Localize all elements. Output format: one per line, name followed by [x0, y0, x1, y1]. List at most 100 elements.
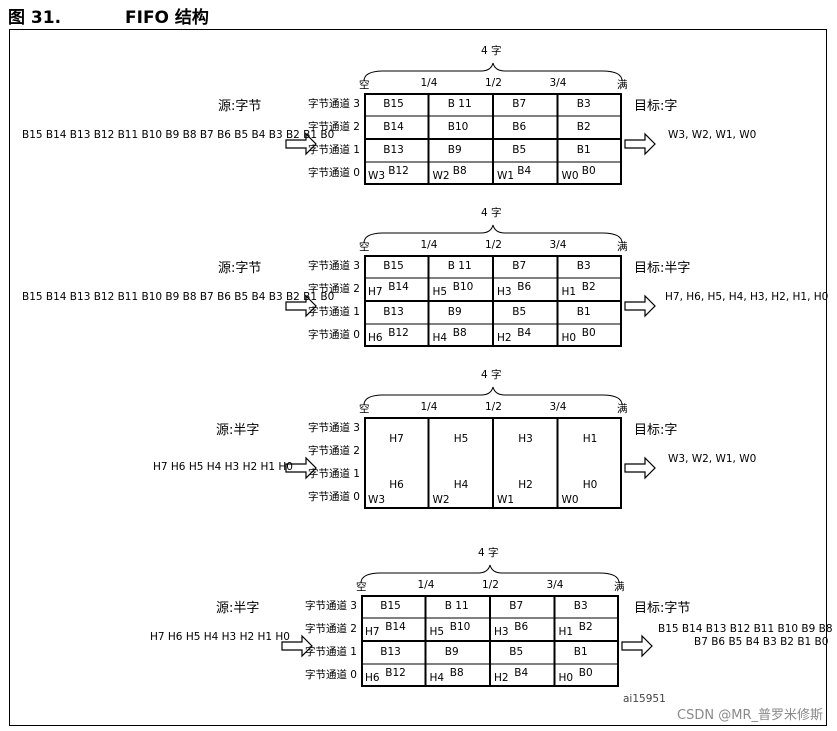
figure-number: 图 31.: [8, 8, 62, 28]
cell-group-mark: H1: [558, 626, 574, 638]
fifo-cell-byte: B5: [512, 306, 527, 318]
fill-level-tick: 空: [359, 403, 370, 415]
fifo-cell-byte: B7: [512, 260, 527, 272]
diagram-lines: [285, 224, 656, 347]
fill-level-tick: 空: [359, 241, 370, 253]
output-arrow: [624, 294, 656, 318]
fill-level-tick: 满: [617, 403, 628, 415]
fifo-cell-byte: B15: [383, 260, 404, 272]
output-sequence: W3, W2, W1, W0: [668, 453, 757, 465]
cell-group-mark: H2: [494, 672, 509, 684]
cell-group-mark: H0: [558, 672, 574, 684]
fill-level-tick: 满: [614, 581, 625, 593]
output-arrow: [624, 456, 656, 480]
fifo-cell-byte: B 11: [447, 260, 472, 272]
width-brace: [363, 224, 623, 244]
width-brace: [360, 564, 620, 584]
source-label: 源:半字: [216, 423, 260, 438]
fifo-cell-byte: B7: [512, 98, 527, 110]
cell-group-mark: H6: [368, 332, 383, 344]
figure-title: FIFO 结构: [125, 8, 209, 28]
fifo-cell-byte: B12: [388, 327, 409, 339]
fifo-cell-halfword: H6: [389, 479, 404, 491]
fifo-cell-byte: B2: [578, 621, 593, 633]
fifo-cell-halfword: H7: [389, 433, 404, 445]
fill-level-tick: 3/4: [546, 579, 564, 591]
fifo-cell-byte: B12: [385, 667, 406, 679]
fill-level-tick: 满: [617, 79, 628, 91]
source-label: 源:字节: [218, 99, 262, 114]
fill-level-tick: 1/4: [420, 77, 438, 89]
fifo-cell-halfword: H0: [582, 479, 598, 491]
fifo-cell-byte: B13: [380, 646, 401, 658]
fill-level-tick: 3/4: [549, 239, 567, 251]
fifo-cell-byte: B13: [383, 306, 404, 318]
fifo-cell-byte: B5: [509, 646, 524, 658]
byte-lane-label: 字节通道 3: [307, 260, 360, 272]
fifo-cell-byte: B14: [383, 121, 404, 133]
fifo-cell-byte: B9: [447, 144, 462, 156]
fill-level-tick: 1/2: [485, 239, 502, 251]
cell-group-mark: H0: [561, 332, 577, 344]
byte-lane-label: 字节通道 3: [307, 98, 360, 110]
fifo-cell-byte: B8: [452, 165, 467, 177]
byte-lane-label: 字节通道 3: [307, 422, 360, 434]
input-sequence: H7 H6 H5 H4 H3 H2 H1 H0: [150, 631, 290, 643]
byte-lane-label: 字节通道 1: [304, 646, 357, 658]
fifo-cell-halfword: H1: [582, 433, 598, 445]
byte-lane-label: 字节通道 1: [307, 306, 360, 318]
fifo-cell-byte: B9: [444, 646, 459, 658]
source-label: 源:字节: [218, 261, 262, 276]
fifo-cell-byte: B1: [573, 646, 588, 658]
width-label: 4 字: [481, 369, 502, 381]
fifo-grid: [364, 93, 622, 185]
fifo-cell-byte: B0: [581, 327, 596, 339]
source-label: 源:半字: [216, 601, 260, 616]
fifo-grid: [364, 255, 622, 347]
fifo-cell-byte: B5: [512, 144, 527, 156]
cell-group-mark: H2: [497, 332, 512, 344]
byte-lane-label: 字节通道 0: [304, 669, 357, 681]
fifo-cell-halfword: H4: [453, 479, 469, 491]
diagram-lines: [285, 386, 656, 509]
fifo-cell-byte: B8: [449, 667, 464, 679]
input-arrow: [285, 456, 317, 480]
target-label: 目标:半字: [634, 261, 691, 276]
byte-lane-label: 字节通道 0: [307, 329, 360, 341]
fifo-cell-byte: B0: [581, 165, 596, 177]
fifo-cell-byte: B3: [573, 600, 588, 612]
cell-group-mark: W1: [497, 170, 515, 182]
cell-group-mark: H6: [365, 672, 380, 684]
fifo-cell-byte: B3: [576, 98, 591, 110]
fill-level-tick: 空: [356, 581, 367, 593]
output-arrow: [624, 132, 656, 156]
fifo-cell-halfword: H3: [518, 433, 533, 445]
figure-code: ai15951: [623, 693, 666, 705]
fifo-cell-byte: B8: [452, 327, 467, 339]
target-label: 目标:字: [634, 99, 678, 114]
width-label: 4 字: [481, 207, 502, 219]
diagram-lines: [285, 62, 656, 185]
fill-level-tick: 3/4: [549, 401, 567, 413]
input-sequence: B15 B14 B13 B12 B11 B10 B9 B8 B7 B6 B5 B…: [22, 129, 335, 141]
fifo-cell-byte: B6: [514, 621, 529, 633]
watermark: CSDN @MR_普罗米修斯: [677, 708, 823, 723]
fill-level-tick: 1/2: [485, 77, 502, 89]
input-arrow: [285, 294, 317, 318]
byte-lane-label: 字节通道 2: [304, 623, 357, 635]
byte-lane-label: 字节通道 0: [307, 491, 360, 503]
fifo-cell-byte: B6: [517, 281, 532, 293]
fifo-cell-byte: B14: [388, 281, 409, 293]
target-label: 目标:字: [634, 423, 678, 438]
fifo-cell-byte: B2: [576, 121, 591, 133]
fifo-cell-byte: B13: [383, 144, 404, 156]
byte-lane-label: 字节通道 1: [307, 144, 360, 156]
cell-group-mark: H5: [432, 286, 448, 298]
fill-level-tick: 1/2: [485, 401, 502, 413]
fifo-cell-halfword: H2: [518, 479, 533, 491]
fill-level-tick: 1/4: [420, 239, 438, 251]
fifo-cell-byte: B4: [517, 165, 532, 177]
